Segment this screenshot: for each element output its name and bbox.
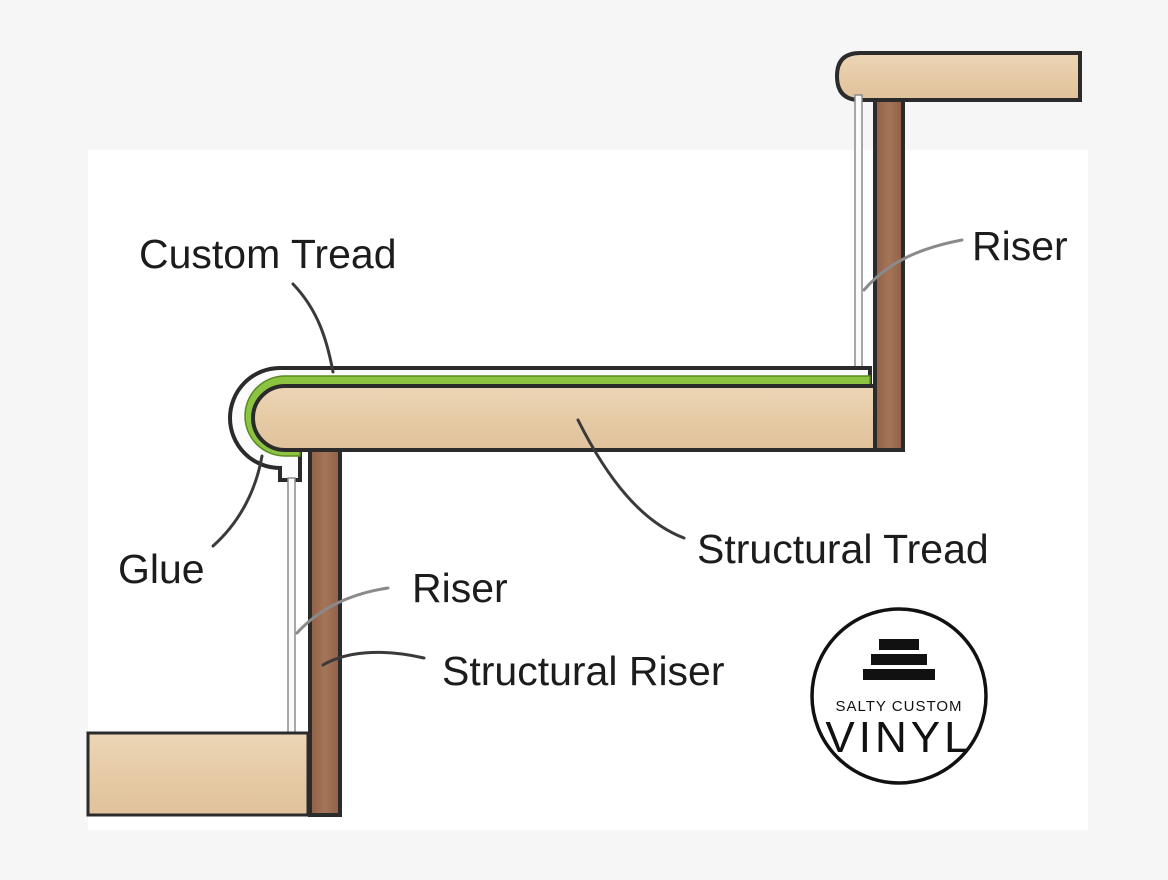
lower-riser-skin (287, 477, 296, 735)
leader-glue (211, 454, 264, 548)
structural-tread (251, 384, 877, 452)
leader-structural-riser (321, 650, 426, 667)
leader-structural-tread (576, 418, 686, 540)
leader-custom-tread (291, 282, 335, 374)
label-structural-riser: Structural Riser (442, 648, 725, 694)
logo-line-1: SALTY CUSTOM (835, 698, 963, 715)
label-glue: Glue (118, 546, 205, 592)
label-riser-bottom: Riser (412, 565, 508, 611)
label-riser-top: Riser (972, 223, 1068, 269)
label-structural-tread: Structural Tread (697, 526, 989, 572)
label-custom-tread: Custom Tread (139, 231, 397, 277)
upper-landing-tread (834, 51, 1082, 102)
leader-riser-bottom (295, 586, 390, 635)
leader-riser-top (862, 238, 964, 292)
lower-structural-riser (308, 448, 342, 817)
lower-landing-tread (86, 731, 310, 817)
logo-circle (810, 607, 988, 785)
upper-riser-skin (854, 94, 863, 371)
logo-line-2: VINYL (825, 713, 973, 762)
brand-logo: SALTY CUSTOM VINYL (810, 607, 988, 785)
logo-steps-icon (863, 639, 935, 680)
